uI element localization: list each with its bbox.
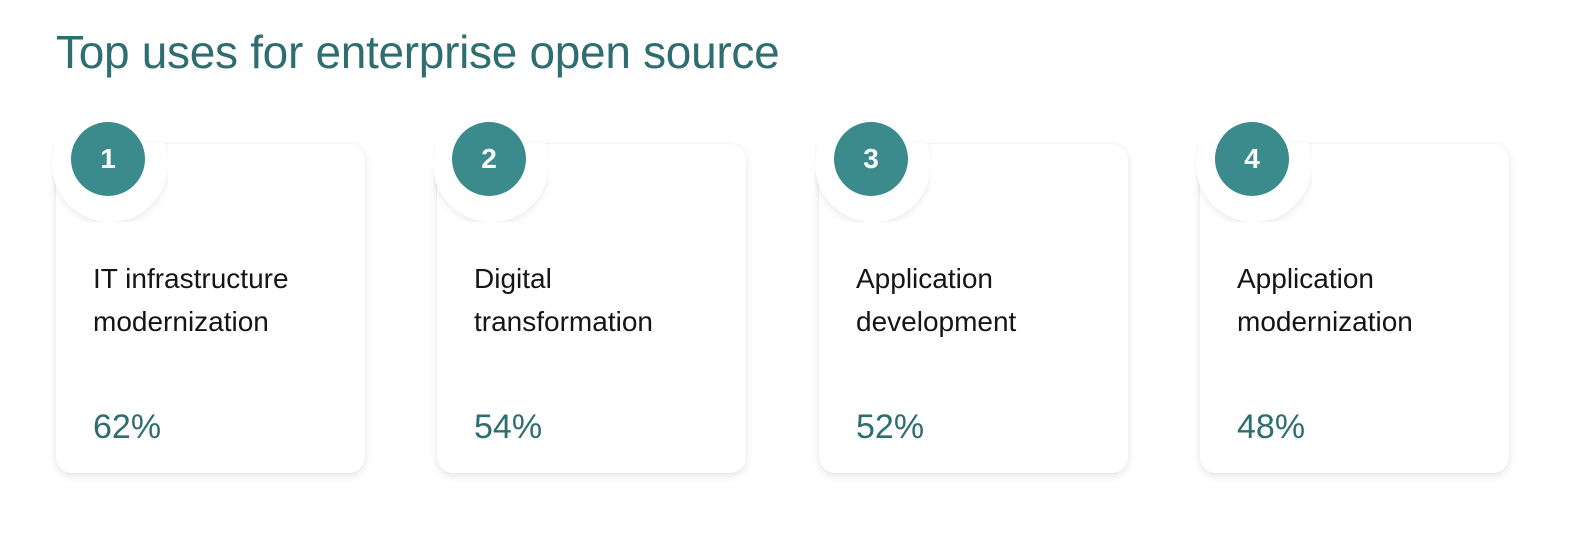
- page-title: Top uses for enterprise open source: [56, 26, 780, 78]
- use-label-line-2: modernization: [1237, 306, 1413, 337]
- rank-badge: 1: [71, 122, 145, 196]
- use-label-line-1: IT infrastructure: [93, 263, 289, 294]
- use-label-line-2: development: [856, 306, 1017, 337]
- use-percent: 52%: [856, 408, 925, 446]
- use-percent: 48%: [1237, 408, 1306, 446]
- use-card-3: 3 Application development 52%: [815, 122, 1128, 473]
- use-label-line-1: Application: [1237, 263, 1374, 294]
- use-percent: 62%: [93, 408, 162, 446]
- use-label: Application modernization: [1237, 257, 1497, 343]
- use-label-line-1: Digital: [474, 263, 552, 294]
- use-label: IT infrastructure modernization: [93, 257, 353, 343]
- rank-badge: 4: [1215, 122, 1289, 196]
- rank-badge: 2: [452, 122, 526, 196]
- use-label: Application development: [856, 257, 1116, 343]
- use-card-1: 1 IT infrastructure modernization 62%: [52, 122, 365, 473]
- rank-badge: 3: [834, 122, 908, 196]
- use-label-line-2: transformation: [474, 306, 653, 337]
- use-card-2: 2 Digital transformation 54%: [433, 122, 746, 473]
- use-label: Digital transformation: [474, 257, 734, 343]
- use-label-line-1: Application: [856, 263, 993, 294]
- use-percent: 54%: [474, 408, 543, 446]
- use-card-4: 4 Application modernization 48%: [1196, 122, 1509, 473]
- use-label-line-2: modernization: [93, 306, 269, 337]
